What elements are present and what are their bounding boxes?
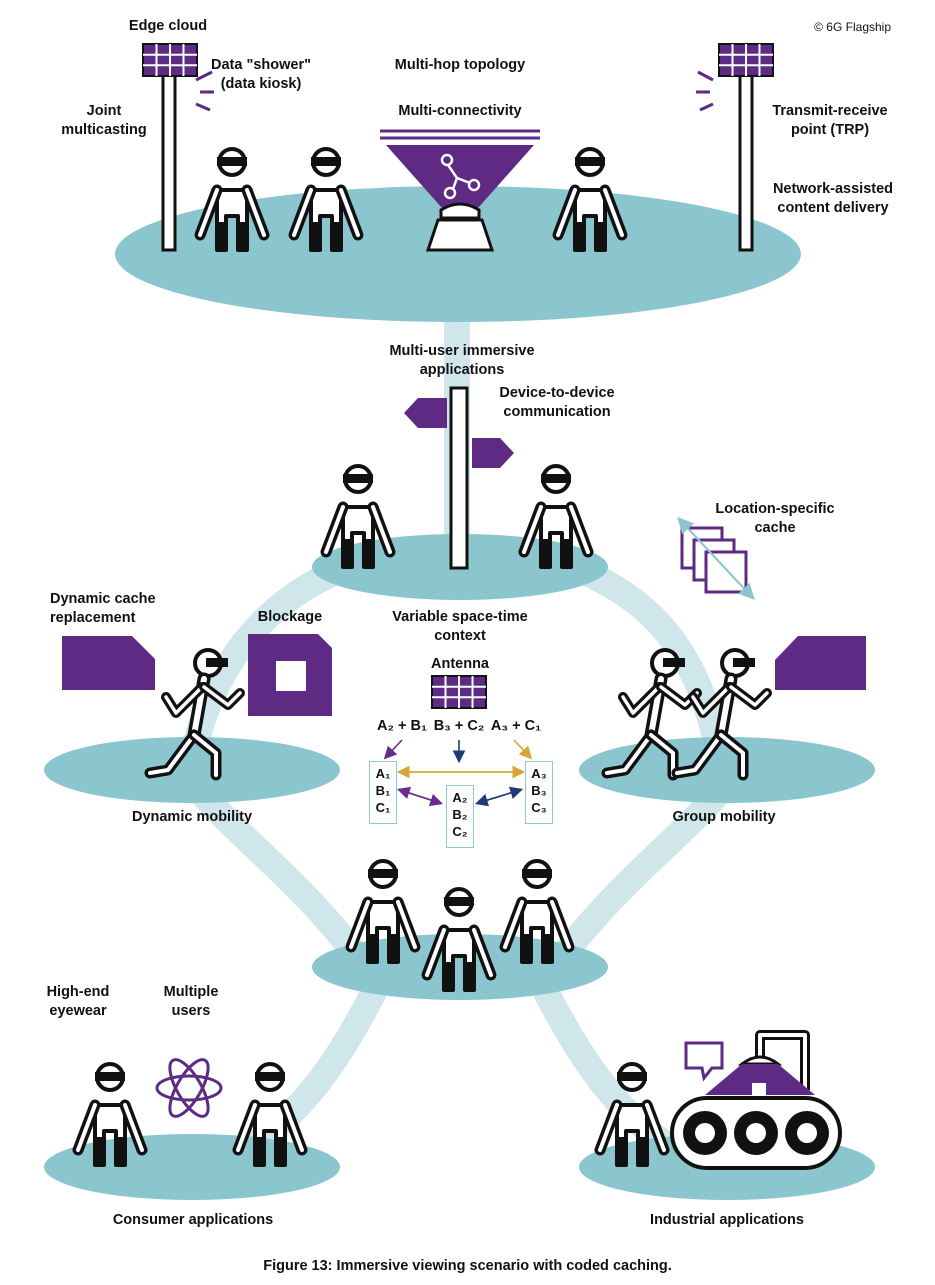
multiple-users-label: Multiple users: [163, 984, 219, 1019]
multi-hop-label: Multi-hop topology: [394, 57, 526, 73]
signal-waves-icon: [696, 70, 714, 112]
platform-dynamic-mobility: [44, 737, 340, 803]
consumer-applications-label: Consumer applications: [112, 1212, 274, 1228]
platform-group-mobility: [579, 737, 875, 803]
multi-connectivity-label: Multi-connectivity: [398, 103, 522, 119]
cache-user-2: A₂ B₂ C₂: [446, 785, 474, 848]
speech-bubble-icon: [684, 1041, 724, 1082]
trp-label: Transmit-receive point (TRP): [772, 103, 888, 138]
sign-right-icon: [472, 438, 514, 468]
link-right-bottom: [549, 771, 740, 968]
cache-user-3: A₃ B₃ C₃: [525, 761, 553, 824]
link-left-bottom: [180, 771, 371, 968]
data-shower-label: Data "shower" (data kiosk): [211, 57, 311, 92]
copyright-notice: © 6G Flagship: [814, 20, 891, 34]
high-end-eyewear-label: High-end eyewear: [46, 984, 110, 1019]
dynamic-cache-card-icon: [62, 636, 155, 690]
blockage-icon: [248, 634, 332, 716]
blockage-label: Blockage: [257, 609, 323, 625]
edge-cloud-label: Edge cloud: [128, 18, 208, 34]
network-assisted-label: Network-assisted content delivery: [772, 181, 894, 216]
antenna-label: Antenna: [431, 656, 489, 672]
coded-tx-3: A₃ + C₁: [490, 718, 542, 734]
link-bottom-consumer: [223, 974, 392, 1172]
multi-connectivity-hub: [380, 129, 540, 252]
signal-waves-icon: [195, 70, 214, 112]
industrial-robot-icon: [670, 1030, 842, 1170]
sign-left-icon: [404, 398, 447, 428]
trp-tower: [696, 43, 774, 252]
antenna-icon: [431, 675, 487, 709]
link-center-right: [574, 558, 733, 763]
dynamic-cache-label: Dynamic cache replacement: [50, 591, 156, 626]
location-cache-icon: [677, 517, 755, 600]
coded-tx-1: A₂ + B₁: [377, 718, 427, 734]
figure-caption: Figure 13: Immersive viewing scenario wi…: [263, 1258, 672, 1274]
coded-tx-2: B₃ + C₂: [433, 718, 485, 734]
coded-caching-arrows: [383, 739, 533, 807]
cache-user-1: A₁ B₁ C₁: [369, 761, 397, 824]
platform-hub: [312, 934, 608, 1000]
group-cache-card-icon: [775, 636, 866, 690]
variable-context-label: Variable space-time context: [392, 609, 528, 644]
multi-user-label: Multi-user immersive applications: [389, 343, 535, 378]
industrial-applications-label: Industrial applications: [650, 1212, 804, 1228]
platform-top: [115, 186, 801, 322]
d2d-label: Device-to-device communication: [499, 385, 615, 420]
location-cache-label: Location-specific cache: [715, 501, 835, 536]
group-mobility-label: Group mobility: [672, 809, 776, 825]
dynamic-mobility-label: Dynamic mobility: [131, 809, 253, 825]
multiple-users-atom-icon: [155, 1058, 223, 1118]
edge-cloud-tower: [142, 43, 214, 252]
signpost: [404, 386, 514, 570]
joint-multicasting-label: Joint multicasting: [61, 103, 147, 138]
